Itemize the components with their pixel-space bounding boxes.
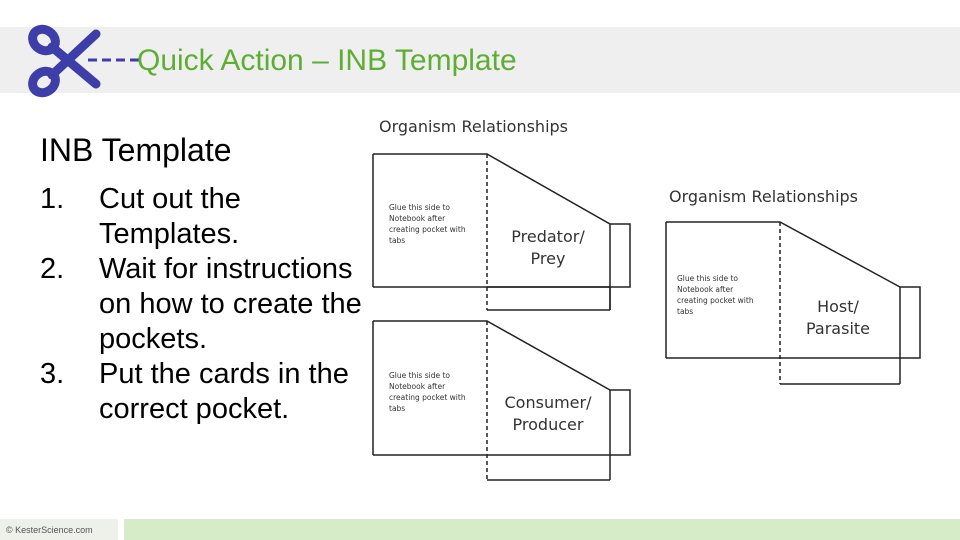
footer-bar — [124, 519, 960, 540]
glue-note-line: Glue this side to — [677, 274, 738, 283]
step-text: Put the cards in the correct pocket. — [99, 358, 349, 425]
card-label: Consumer/ — [505, 393, 593, 412]
step-text: Cut out the Templates. — [99, 183, 241, 250]
template-image-host-parasite: Organism Relationships Glue this side to… — [665, 187, 921, 385]
step-number: 1. — [40, 183, 65, 215]
template-title: Organism Relationships — [669, 187, 858, 206]
list-item: 1. Cut out the Templates. — [40, 182, 370, 252]
page-title: Quick Action – INB Template — [137, 44, 517, 77]
glue-note-line: tabs — [677, 307, 693, 316]
step-number: 2. — [40, 253, 65, 285]
card-label: Parasite — [806, 319, 870, 338]
header-band — [0, 27, 960, 93]
glue-note-line: creating pocket with — [389, 393, 466, 402]
footer-copyright: © KesterScience.com — [6, 525, 93, 535]
glue-note-line: Notebook after — [677, 285, 734, 294]
glue-note-line: creating pocket with — [677, 296, 754, 305]
host-parasite-card — [665, 221, 921, 385]
predator-prey-card — [372, 153, 631, 311]
card-label: Host/ — [817, 297, 859, 316]
section-heading: INB Template — [40, 132, 232, 168]
scissors-icon — [28, 24, 143, 98]
glue-note-line: Notebook after — [389, 382, 446, 391]
template-image-predator-consumer: Organism Relationships Glue this side to… — [372, 117, 631, 481]
glue-note-line: Glue this side to — [389, 371, 450, 380]
glue-note-line: creating pocket with — [389, 225, 466, 234]
consumer-producer-card — [372, 320, 631, 481]
glue-note-line: tabs — [389, 236, 405, 245]
card-label: Prey — [531, 249, 566, 268]
footer-left-band — [0, 519, 118, 540]
step-number: 3. — [40, 358, 65, 390]
step-text: Wait for instructions on how to create t… — [99, 253, 362, 355]
card-label: Producer — [513, 415, 584, 434]
glue-note-line: tabs — [389, 404, 405, 413]
list-item: 3. Put the cards in the correct pocket. — [40, 357, 370, 427]
footer-divider — [118, 519, 124, 540]
card-label: Predator/ — [511, 227, 585, 246]
list-item: 2. Wait for instructions on how to creat… — [40, 252, 370, 357]
template-title: Organism Relationships — [379, 117, 568, 136]
instruction-list: 1. Cut out the Templates. 2. Wait for in… — [40, 182, 370, 427]
glue-note-line: Notebook after — [389, 214, 446, 223]
glue-note-line: Glue this side to — [389, 203, 450, 212]
